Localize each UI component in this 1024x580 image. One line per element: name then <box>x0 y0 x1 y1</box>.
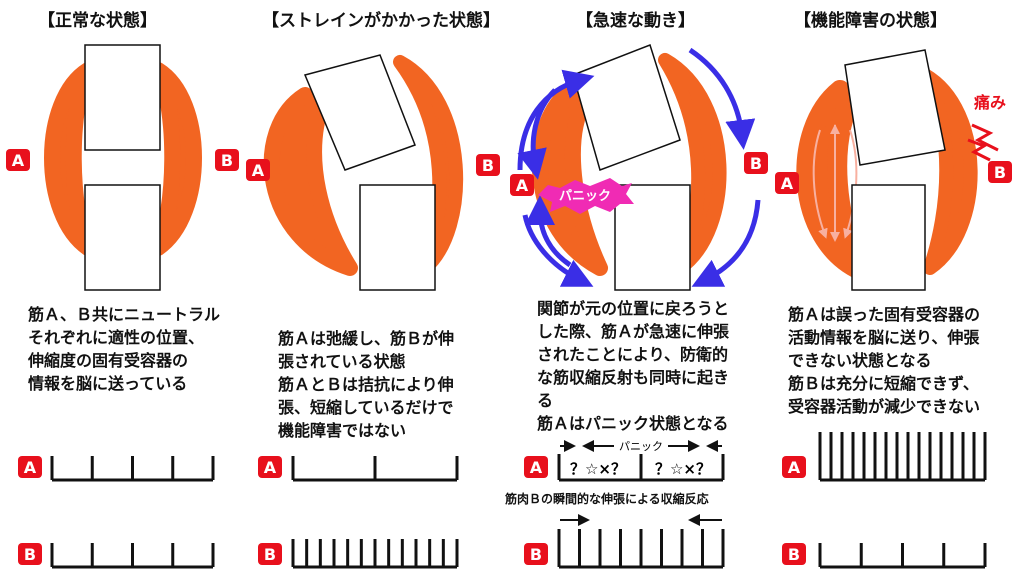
badge-b: B <box>264 545 276 564</box>
badge-b: B <box>221 151 233 170</box>
badge-b: B <box>788 545 800 564</box>
badge-a: A <box>788 458 801 477</box>
receptor-bar-b <box>557 529 725 569</box>
panel-title-normal: 【正常な状態】 <box>38 11 157 31</box>
bone-top <box>572 44 681 171</box>
badge-a: A <box>516 176 529 195</box>
desc-line: 張されている状態 <box>278 352 406 371</box>
pain-lightning-icon <box>967 123 999 162</box>
panel-desc-rapid: 関節が元の位置に戻ろうと した際、筋Ａが急速に伸張 されたことにより、防衛的 な… <box>537 297 729 435</box>
muscle-a <box>263 87 358 276</box>
desc-line: 受容器活動が減少できない <box>788 397 981 416</box>
badge-b: B <box>24 545 36 564</box>
receptor-bars <box>50 432 987 569</box>
panel-dysfunction-figure: 痛み <box>796 49 1006 291</box>
panel-title-rapid: 【急速な動き】 <box>576 11 695 31</box>
badge-a: A <box>252 161 265 180</box>
receptor-bar-b <box>50 543 215 569</box>
desc-line: 情報を脳に送っている <box>28 374 188 393</box>
badge-a: A <box>12 151 25 170</box>
desc-line: できない状態となる <box>788 351 932 370</box>
bar-b-caption: 筋肉Ｂの瞬間的な伸張による収縮反応 <box>505 492 709 506</box>
desc-line: 活動情報を脳に送り、伸張 <box>788 328 980 347</box>
desc-line: 伸縮度の固有受容器の <box>28 351 189 370</box>
desc-line: 関節が元の位置に戻ろうと <box>537 299 730 318</box>
desc-line: されたことにより、防衛的 <box>537 345 729 364</box>
desc-line: 張、短縮しているだけで <box>278 398 454 417</box>
panic-label: パニック <box>559 189 611 204</box>
muscle-a <box>531 84 608 276</box>
badge-a: A <box>781 174 794 193</box>
panel-title-strain: 【ストレインがかかった状態】 <box>262 11 500 31</box>
desc-line: 筋Ｂは充分に短縮できず、 <box>788 374 979 393</box>
desc-line: 筋Ａ、Ｂ共にニュートラル <box>28 305 221 324</box>
badges: A B A B A B A B A B A B A B A B <box>6 149 1012 565</box>
panel-normal-figure <box>44 44 202 291</box>
badge-b: B <box>994 163 1006 182</box>
movement-arrows <box>517 47 761 287</box>
badge-a: A <box>264 458 277 477</box>
bone-bottom <box>851 184 926 291</box>
desc-line: 筋Ａはパニック状態となる <box>537 414 729 433</box>
desc-line: 筋ＡとＢは拮抗により伸 <box>278 375 454 394</box>
badge-b: B <box>482 156 494 175</box>
bone-bottom <box>359 184 436 291</box>
receptor-bar-a <box>50 456 215 482</box>
desc-line: した際、筋Ａが急速に伸張 <box>537 322 730 341</box>
contraction-arrows <box>812 124 858 242</box>
muscle-b <box>918 68 978 275</box>
badge-b: B <box>750 154 762 173</box>
bar-a-text-2: ？☆×？ <box>655 460 711 478</box>
pain-label: 痛み <box>973 93 1006 112</box>
panel-desc-dysfunction: 筋Ａは誤った固有受容器の 活動情報を脳に送り、伸張 できない状態となる 筋Ｂは充… <box>788 303 980 418</box>
desc-line: る <box>537 391 554 410</box>
panic-arrows <box>560 440 722 526</box>
bar-a-text-1: ？☆×？ <box>570 460 626 478</box>
badge-b: B <box>530 545 542 564</box>
panic-burst <box>538 178 634 214</box>
receptor-bar-b <box>291 539 459 569</box>
receptor-bar-b <box>818 543 987 569</box>
badge-a: A <box>24 458 37 477</box>
panel-desc-normal: 筋Ａ、Ｂ共にニュートラル それぞれに適性の位置、 伸縮度の固有受容器の 情報を脳… <box>28 303 220 395</box>
panel-desc-strain: 筋Ａは弛緩し、筋Ｂが伸 張されている状態 筋ＡとＢは拮抗により伸 張、短縮してい… <box>278 327 454 442</box>
desc-line: 筋Ａは誤った固有受容器の <box>788 305 981 324</box>
desc-line: な筋収縮反射も同時に起き <box>537 368 730 387</box>
bone-top <box>844 49 946 166</box>
receptor-bar-a <box>818 432 987 482</box>
bar-panic-label: パニック <box>619 440 663 453</box>
panel-rapid-figure: パニック <box>517 44 761 291</box>
panel-strain-figure <box>263 54 464 291</box>
desc-line: 筋Ａは弛緩し、筋Ｂが伸 <box>278 329 455 348</box>
desc-line: 機能障害ではない <box>278 421 407 440</box>
receptor-bar-a <box>291 456 459 482</box>
muscle-a <box>44 62 96 256</box>
desc-line: それぞれに適性の位置、 <box>28 328 205 347</box>
bone-top <box>303 54 416 171</box>
bone-bottom <box>84 184 161 291</box>
bone-top <box>84 44 161 151</box>
panel-title-dysfunction: 【機能障害の状態】 <box>794 11 947 31</box>
receptor-bar-a <box>557 454 725 482</box>
muscle-b <box>150 62 202 256</box>
badge-a: A <box>530 458 543 477</box>
